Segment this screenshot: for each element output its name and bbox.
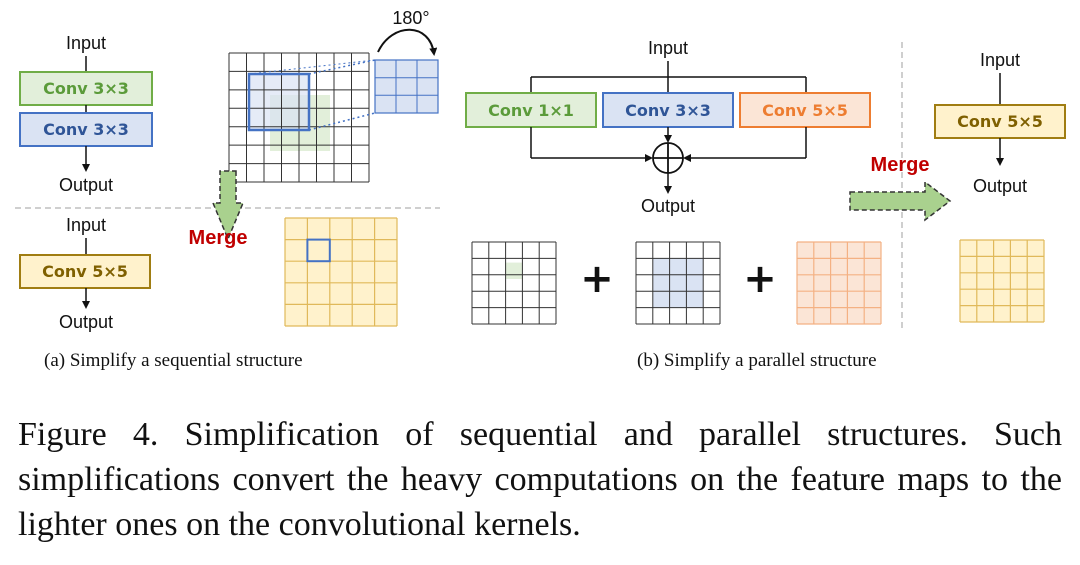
panel-b-kernel-1x1 [471, 241, 557, 325]
panel-b-result-output-label: Output [973, 176, 1027, 196]
panel-a-center-cell [306, 238, 331, 263]
panel-a-subcaption: (a) Simplify a sequential structure [44, 350, 303, 371]
panel-a-bottom-flow: Input Conv 5×5 Output [19, 215, 151, 332]
panel-b-merge-label: Merge [871, 154, 930, 176]
panel-b-result-input-label: Input [980, 50, 1020, 70]
panel-b-kernel-5x5 [796, 241, 882, 325]
plus-sign-2: + [743, 256, 777, 302]
panel-a-merge-arrow-icon [211, 170, 245, 241]
panel-b-conv5x5-box [739, 92, 871, 128]
panel-b-conv3x3-label: Conv 3×3 [625, 101, 711, 120]
panel-b-result-flow: Input Conv 5×5 Output [934, 50, 1066, 196]
panel-b-flow: Input Conv 1×1 Conv 3×3 Conv 5×5 Output [465, 38, 871, 216]
panel-a-merged-kernel [284, 217, 398, 327]
panel-a-projection-top [308, 59, 376, 75]
panel-a-bottom-input-label: Input [66, 215, 106, 235]
panel-a-conv5x5-label: Conv 5×5 [42, 262, 128, 281]
panel-b-merge-arrow-icon [849, 180, 952, 222]
panel-a-blue-overlay [249, 74, 309, 130]
panel-a-bottom-output-label: Output [59, 312, 113, 332]
panel-b-subcaption: (b) Simplify a parallel structure [637, 350, 877, 371]
rotation-arrow-icon [377, 28, 438, 56]
panel-b-kernel-3x3 [635, 241, 721, 325]
panel-a-rotated-kernel [374, 59, 439, 114]
panel-a-blue-window [247, 72, 311, 132]
add-operator-icon [652, 142, 684, 174]
panel-a-top-flow: Input Conv 3×3 Conv 3×3 Output [19, 33, 153, 195]
panel-a-conv3x3-blue-label: Conv 3×3 [43, 120, 129, 139]
rotation-label: 180° [392, 8, 429, 28]
panel-a-projection-bottom [308, 112, 376, 131]
panel-a-feature-map [228, 52, 370, 183]
panel-a-top-input-label: Input [66, 33, 106, 53]
panel-b-conv5x5-label: Conv 5×5 [762, 101, 848, 120]
panel-a-conv3x3-green-label: Conv 3×3 [43, 79, 129, 98]
panel-a-conv5x5-box [19, 254, 151, 289]
plus-sign-1: + [580, 256, 614, 302]
panel-b-output-label: Output [641, 196, 695, 216]
panel-a-top-output-label: Output [59, 175, 113, 195]
panel-a-merge-label: Merge [189, 227, 248, 249]
panel-b-result-conv5x5-box [934, 104, 1066, 139]
panel-b-result-conv5x5-label: Conv 5×5 [957, 112, 1043, 131]
figure-diagram: Input Conv 3×3 Conv 3×3 Output 180° Merg… [15, 8, 1066, 332]
panel-a-conv3x3-blue-box [19, 112, 153, 147]
panel-b-input-label: Input [648, 38, 688, 58]
panel-b-conv1x1-label: Conv 1×1 [488, 101, 574, 120]
figure-caption: Figure 4. Simplification of sequential a… [18, 416, 1062, 543]
panel-a-conv3x3-green-box [19, 71, 153, 106]
panel-b-merged-kernel [959, 239, 1045, 323]
